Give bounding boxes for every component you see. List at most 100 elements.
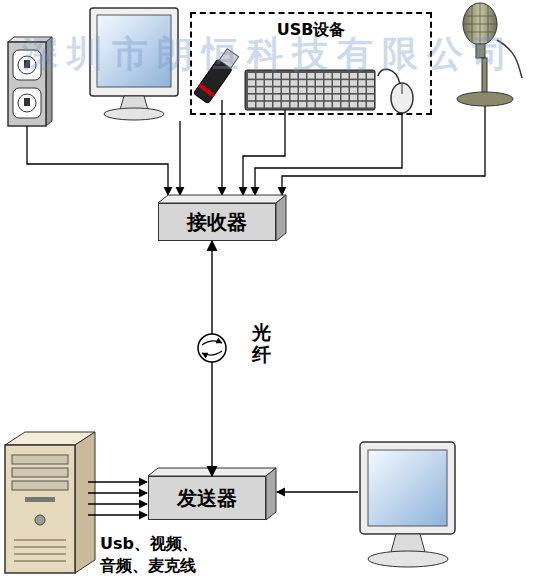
- keyboard-key: [265, 80, 272, 86]
- keyboard-key: [265, 95, 272, 101]
- keyboard-key: [316, 102, 323, 108]
- monitor-body: [360, 442, 455, 534]
- node-text: 发送器: [177, 485, 237, 512]
- keyboard-key: [257, 80, 264, 86]
- outlet: [13, 88, 41, 118]
- signal-list: Usb、视频、 音频、麦克线: [100, 533, 225, 577]
- keyboard-key: [359, 80, 366, 86]
- keyboard-key: [257, 95, 264, 101]
- keyboard-key: [265, 102, 272, 108]
- socket-wire: [27, 126, 168, 195]
- receiver-box: 接收器: [158, 203, 276, 241]
- receiver-3d: [158, 195, 286, 241]
- keyboard-key: [274, 95, 281, 101]
- monitor-screen: [368, 450, 447, 526]
- keyboard-key: [291, 95, 298, 101]
- keyboard-key: [350, 80, 357, 86]
- power-button: [35, 515, 45, 525]
- keyboard-key: [316, 87, 323, 93]
- keyboard-key: [274, 80, 281, 86]
- monitor-wire: [277, 491, 358, 492]
- mouse-button-split: [402, 84, 403, 94]
- keyboard-key: [359, 102, 366, 108]
- drive-bay: [12, 455, 68, 464]
- keyboard-key: [308, 95, 315, 101]
- keyboard-keys: [248, 73, 374, 107]
- keyboard-key: [299, 87, 306, 93]
- keyboard-key: [282, 87, 289, 93]
- keyboard-key: [291, 80, 298, 86]
- keyboard-key: [299, 102, 306, 108]
- keyboard-key: [325, 102, 332, 108]
- keyboard-key: [325, 87, 332, 93]
- tower-front: [5, 445, 75, 573]
- microphone-wire: [282, 106, 485, 195]
- keyboard-key: [367, 80, 374, 86]
- keyboard-key: [342, 80, 349, 86]
- keyboard-key: [291, 102, 298, 108]
- keyboard-key: [274, 87, 281, 93]
- fiber-ring: [198, 334, 226, 362]
- keyboard-key: [350, 102, 357, 108]
- mouse: [378, 69, 413, 113]
- keyboard-key: [248, 80, 255, 86]
- keyboard-key: [299, 95, 306, 101]
- keyboard-key: [333, 80, 340, 86]
- keyboard-key: [367, 95, 374, 101]
- keyboard-key: [342, 95, 349, 101]
- watermark: 深圳市朗恒科技有限公司: [0, 30, 538, 79]
- keyboard-key: [257, 102, 264, 108]
- keyboard-key: [333, 87, 340, 93]
- keyboard-key: [342, 102, 349, 108]
- computer-wires: [88, 482, 147, 515]
- keyboard-key: [308, 87, 315, 93]
- outlet-hole: [24, 98, 30, 106]
- mic-base: [457, 92, 513, 106]
- keyboard-key: [248, 87, 255, 93]
- keyboard-key: [333, 102, 340, 108]
- keyboard-key: [265, 87, 272, 93]
- keyboard-key: [248, 95, 255, 101]
- keyboard-key: [308, 80, 315, 86]
- keyboard-key: [274, 102, 281, 108]
- outlet-ring: [18, 94, 36, 112]
- tower-side: [75, 432, 95, 573]
- keyboard: [245, 70, 375, 110]
- keyboard-key: [359, 87, 366, 93]
- computer-wire: [88, 492, 147, 493]
- keyboard-key: [367, 87, 374, 93]
- keyboard-key: [342, 87, 349, 93]
- drive-bay: [12, 481, 68, 490]
- keyboard-key: [333, 95, 340, 101]
- keyboard-key: [248, 102, 255, 108]
- mouse-body: [391, 83, 413, 113]
- keyboard-key: [367, 102, 374, 108]
- computer-wire: [88, 514, 147, 515]
- keyboard-key: [282, 102, 289, 108]
- computer-wire: [88, 481, 147, 482]
- keyboard-key: [359, 95, 366, 101]
- keyboard-key: [316, 95, 323, 101]
- keyboard-key: [282, 80, 289, 86]
- fiber-arrow: [202, 351, 222, 355]
- fiber-symbol: [198, 334, 226, 362]
- keyboard-key: [350, 95, 357, 101]
- link-label: 光纤: [250, 321, 272, 365]
- monitor-base: [104, 108, 164, 120]
- keyboard-key: [282, 95, 289, 101]
- keyboard-key: [325, 80, 332, 86]
- drive-stripe: [198, 84, 215, 98]
- keyboard-key: [257, 87, 264, 93]
- box-side-face: [266, 468, 276, 520]
- monitor-base: [368, 551, 448, 567]
- tower-vents: [14, 540, 66, 561]
- keyboard-key: [308, 102, 315, 108]
- keyboard-key: [350, 87, 357, 93]
- drive-bay: [12, 468, 68, 477]
